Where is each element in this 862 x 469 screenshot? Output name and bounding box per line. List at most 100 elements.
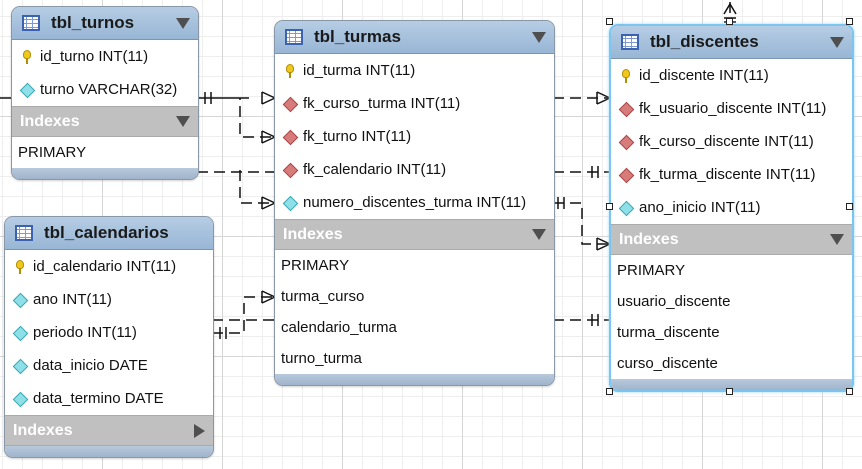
resize-handle[interactable] xyxy=(726,18,733,25)
index-label: usuario_discente xyxy=(617,293,731,310)
table-header[interactable]: tbl_turmas xyxy=(275,21,554,54)
rel-turma-discente xyxy=(553,97,610,245)
crow-foot-turma-4 xyxy=(261,290,276,304)
column-label: ano_inicio INT(11) xyxy=(639,199,761,216)
column-row[interactable]: id_discente INT(11) xyxy=(611,59,852,92)
index-row[interactable]: curso_discente xyxy=(611,348,852,379)
table-header[interactable]: tbl_turnos xyxy=(12,7,198,40)
index-label: turma_discente xyxy=(617,324,720,341)
column-label: id_turno INT(11) xyxy=(40,48,149,65)
column-label: fk_curso_discente INT(11) xyxy=(639,133,814,150)
column-row[interactable]: fk_usuario_discente INT(11) xyxy=(611,92,852,125)
table-icon xyxy=(15,225,33,241)
column-row[interactable]: fk_curso_turma INT(11) xyxy=(275,87,554,120)
indexes-header[interactable]: Indexes xyxy=(5,415,213,446)
column-row[interactable]: fk_turma_discente INT(11) xyxy=(611,158,852,191)
chevron-down-icon[interactable] xyxy=(176,116,190,127)
foreign-key-icon xyxy=(619,102,633,116)
resize-handle[interactable] xyxy=(606,388,613,395)
primary-key-icon xyxy=(283,63,297,78)
indexes-label: Indexes xyxy=(20,112,80,130)
table-tbl-turmas[interactable]: tbl_turmas id_turma INT(11) fk_curso_tur… xyxy=(274,20,555,386)
column-row[interactable]: fk_curso_discente INT(11) xyxy=(611,125,852,158)
index-label: turno_turma xyxy=(281,350,362,367)
column-label: periodo INT(11) xyxy=(33,324,137,341)
foreign-key-icon xyxy=(619,135,633,149)
column-row[interactable]: numero_discentes_turma INT(11) xyxy=(275,186,554,219)
index-row[interactable]: turma_discente xyxy=(611,317,852,348)
resize-handle[interactable] xyxy=(726,388,733,395)
indexes-label: Indexes xyxy=(13,421,73,439)
index-row[interactable]: calendario_turma xyxy=(275,312,554,343)
index-label: PRIMARY xyxy=(281,257,350,274)
indexes-header[interactable]: Indexes xyxy=(275,219,554,250)
attribute-icon xyxy=(13,359,27,373)
resize-handle[interactable] xyxy=(606,18,613,25)
table-title: tbl_turmas xyxy=(314,27,401,46)
chevron-down-icon[interactable] xyxy=(532,229,546,240)
column-row[interactable]: fk_calendario INT(11) xyxy=(275,153,554,186)
collapse-arrow-icon[interactable] xyxy=(532,31,546,43)
attribute-icon xyxy=(20,83,34,97)
one-bar-discentes-right xyxy=(591,166,599,178)
column-label: fk_curso_turma INT(11) xyxy=(303,95,461,112)
table-header[interactable]: tbl_calendarios xyxy=(5,217,213,250)
one-bar-discentes-bottom xyxy=(591,314,599,326)
column-row[interactable]: id_turno INT(11) xyxy=(12,40,198,73)
resize-handle[interactable] xyxy=(846,388,853,395)
table-footer xyxy=(611,379,852,390)
resize-handle[interactable] xyxy=(846,203,853,210)
foreign-key-icon xyxy=(283,163,297,177)
index-row[interactable]: turno_turma xyxy=(275,343,554,374)
indexes-header[interactable]: Indexes xyxy=(12,106,198,137)
column-row[interactable]: data_termino DATE xyxy=(5,382,213,415)
crow-foot-discente-2 xyxy=(596,237,611,251)
column-label: id_turma INT(11) xyxy=(303,62,416,79)
crow-foot-turma-3 xyxy=(261,196,276,210)
chevron-right-icon[interactable] xyxy=(194,423,205,438)
column-row[interactable]: ano_inicio INT(11) xyxy=(611,191,852,224)
column-row[interactable]: id_turma INT(11) xyxy=(275,54,554,87)
column-label: data_termino DATE xyxy=(33,390,164,407)
index-label: curso_discente xyxy=(617,355,718,372)
column-row[interactable]: fk_turno INT(11) xyxy=(275,120,554,153)
collapse-arrow-icon[interactable] xyxy=(176,17,190,29)
column-row[interactable]: data_inicio DATE xyxy=(5,349,213,382)
indexes-header[interactable]: Indexes xyxy=(611,224,852,255)
column-label: turno VARCHAR(32) xyxy=(40,81,178,98)
table-tbl-calendarios[interactable]: tbl_calendarios id_calendario INT(11) an… xyxy=(4,216,214,458)
chevron-down-icon[interactable] xyxy=(830,234,844,245)
attribute-icon xyxy=(283,196,297,210)
column-row[interactable]: id_calendario INT(11) xyxy=(5,250,213,283)
column-row[interactable]: ano INT(11) xyxy=(5,283,213,316)
table-tbl-discentes[interactable]: tbl_discentes id_discente INT(11) fk_usu… xyxy=(609,24,854,392)
index-row[interactable]: PRIMARY xyxy=(12,137,198,168)
attribute-icon xyxy=(13,392,27,406)
foreign-key-icon xyxy=(283,130,297,144)
indexes-label: Indexes xyxy=(283,225,343,243)
table-title: tbl_turnos xyxy=(51,13,135,32)
index-row[interactable]: usuario_discente xyxy=(611,286,852,317)
index-row[interactable]: PRIMARY xyxy=(611,255,852,286)
column-label: ano INT(11) xyxy=(33,291,112,308)
index-row[interactable]: turma_curso xyxy=(275,281,554,312)
column-label: numero_discentes_turma INT(11) xyxy=(303,194,527,211)
table-icon xyxy=(22,15,40,31)
index-label: PRIMARY xyxy=(18,144,87,161)
table-header[interactable]: tbl_discentes xyxy=(611,26,852,59)
table-tbl-turnos[interactable]: tbl_turnos id_turno INT(11) turno VARCHA… xyxy=(11,6,199,180)
column-label: fk_turma_discente INT(11) xyxy=(639,166,816,183)
index-row[interactable]: PRIMARY xyxy=(275,250,554,281)
foreign-key-icon xyxy=(283,97,297,111)
table-icon xyxy=(621,34,639,50)
collapse-arrow-icon[interactable] xyxy=(830,36,844,48)
one-bar-calendarios xyxy=(219,327,227,339)
resize-handle[interactable] xyxy=(846,18,853,25)
column-row[interactable]: turno VARCHAR(32) xyxy=(12,73,198,106)
column-row[interactable]: periodo INT(11) xyxy=(5,316,213,349)
attribute-icon xyxy=(619,201,633,215)
resize-handle[interactable] xyxy=(606,203,613,210)
index-label: calendario_turma xyxy=(281,319,397,336)
column-label: fk_turno INT(11) xyxy=(303,128,412,145)
